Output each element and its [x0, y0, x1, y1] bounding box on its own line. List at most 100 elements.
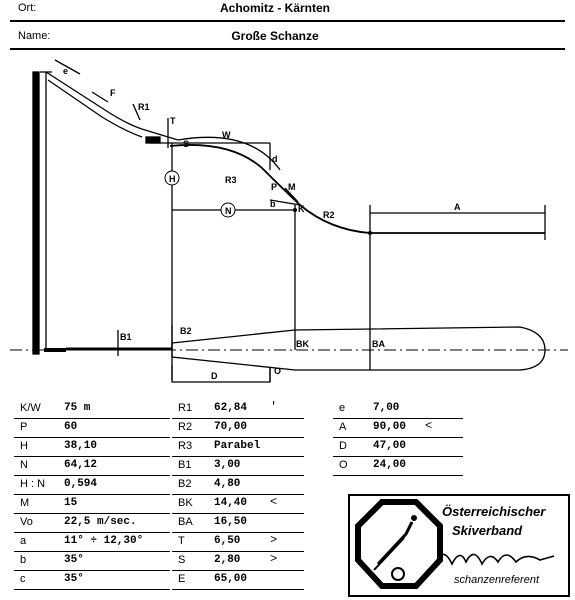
param-key: Vo: [20, 516, 33, 528]
table-row: A 90,00 <: [333, 419, 463, 438]
circle-H: [164, 170, 180, 186]
label-B2: B2: [180, 326, 192, 336]
tower-post: [32, 71, 40, 355]
param-value: 64,12: [64, 459, 98, 471]
param-value: 11° ÷ 12,30°: [64, 535, 144, 547]
param-key: H: [20, 440, 28, 452]
param-key: BK: [178, 497, 193, 509]
inrun-bottom: [47, 79, 143, 138]
table-row: a 11° ÷ 12,30°: [14, 533, 170, 552]
param-value: 70,00: [214, 421, 248, 433]
param-value: 16,50: [214, 516, 248, 528]
label-A: A: [454, 202, 461, 212]
label-H: H: [169, 174, 176, 184]
name-label: Name:: [18, 30, 51, 42]
table-row: BA 16,50: [172, 514, 304, 533]
stamp-line2: Skiverband: [452, 523, 523, 538]
name-value: Große Schanze: [231, 29, 319, 43]
table-row: H 38,10: [14, 438, 170, 457]
skiverband-logo: [355, 499, 443, 589]
dim-e: [54, 59, 81, 75]
param-key: BA: [178, 516, 193, 528]
label-R2: R2: [323, 210, 335, 220]
handwritten-signature: [433, 553, 555, 569]
param-value: 2,80: [214, 554, 241, 566]
label-F: F: [110, 88, 116, 98]
inrun-top: [45, 71, 179, 141]
param-value: 6,50: [214, 535, 241, 547]
param-value: 7,00: [373, 402, 400, 414]
label-M: M: [288, 182, 296, 192]
label-N: N: [225, 206, 232, 216]
point-BA: [368, 231, 372, 235]
param-mark: >: [270, 552, 278, 566]
dim-F: [91, 91, 109, 103]
param-key: c: [20, 573, 26, 585]
param-value: 22,5 m/sec.: [64, 516, 137, 528]
skiverband-stamp: Österreichischer Skiverband schanzenrefe…: [348, 494, 570, 597]
param-key: a: [20, 535, 27, 547]
takeoff-table: [145, 136, 161, 144]
label-D: D: [211, 371, 218, 381]
table-row: O 24,00: [333, 457, 463, 476]
table-row: S 2,80 >: [172, 552, 304, 571]
param-key: R1: [178, 402, 193, 414]
table-row: B2 4,80: [172, 476, 304, 495]
param-value: 60: [64, 421, 78, 433]
param-value: 4,80: [214, 478, 241, 490]
param-key: O: [339, 459, 348, 471]
param-key: D: [339, 440, 347, 452]
label-S: S: [183, 139, 189, 149]
label-BK: BK: [296, 339, 309, 349]
table-row: Vo 22,5 m/sec.: [14, 514, 170, 533]
param-key: K/W: [20, 402, 41, 414]
ort-value: Achomitz - Kärnten: [219, 1, 330, 15]
param-value: 14,40: [214, 497, 248, 509]
param-key: N: [20, 459, 28, 471]
param-value: 75 m: [64, 402, 91, 414]
header-rule: [10, 48, 565, 50]
header-ort: Ort: Achomitz - Kärnten: [0, 0, 575, 22]
label-O: O: [274, 366, 281, 376]
point-K: [293, 208, 297, 212]
param-mark: <: [425, 419, 433, 433]
param-value: 38,10: [64, 440, 98, 452]
mark-b: [269, 199, 301, 206]
label-K: K: [298, 204, 305, 214]
param-mark: ': [270, 400, 278, 414]
param-value: 0,594: [64, 478, 98, 490]
table-row: c 35°: [14, 571, 170, 590]
param-value: 35°: [64, 573, 84, 585]
label-R1: R1: [138, 102, 150, 112]
table-row: N 64,12: [14, 457, 170, 476]
stamp-line1: Österreichischer: [442, 504, 546, 519]
header-name: Name: Große Schanze: [0, 28, 575, 50]
param-key: R2: [178, 421, 193, 433]
param-value: Parabel: [214, 440, 261, 452]
param-value: 90,00: [373, 421, 407, 433]
table-row: H : N 0,594: [14, 476, 170, 495]
param-key: R3: [178, 440, 193, 452]
param-key: H : N: [20, 478, 46, 490]
param-key: S: [178, 554, 186, 566]
param-value: 15: [64, 497, 78, 509]
label-W: W: [222, 130, 231, 140]
stamp-line3: schanzenreferent: [454, 574, 539, 586]
param-mark: >: [270, 533, 278, 547]
table-row: R2 70,00: [172, 419, 304, 438]
dim-R1: [132, 103, 141, 121]
param-value: 24,00: [373, 459, 407, 471]
param-key: A: [339, 421, 347, 433]
param-key: B2: [178, 478, 192, 490]
